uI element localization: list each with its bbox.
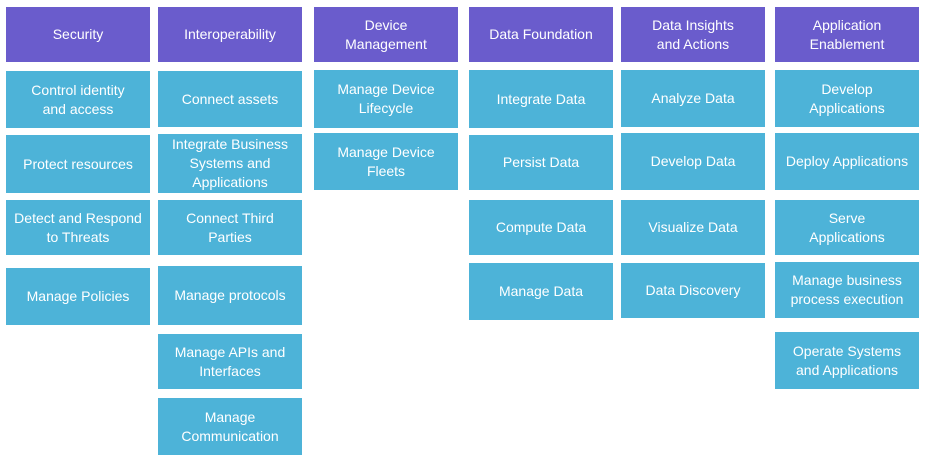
cell-operate-systems-and-applications: Operate Systems and Applications [775, 332, 919, 389]
cell-data-discovery: Data Discovery [621, 263, 765, 318]
cell-manage-protocols: Manage protocols [158, 266, 302, 325]
column-header-data-insights-and-actions: Data Insights and Actions [621, 7, 765, 62]
cell-integrate-business-systems-and-applications: Integrate Business Systems and Applicati… [158, 134, 302, 193]
cell-develop-data: Develop Data [621, 133, 765, 190]
column-header-application-enablement: Application Enablement [775, 7, 919, 62]
cell-protect-resources: Protect resources [6, 135, 150, 193]
column-header-security: Security [6, 7, 150, 62]
cell-manage-device-fleets: Manage Device Fleets [314, 133, 458, 190]
cell-visualize-data: Visualize Data [621, 200, 765, 255]
cell-serve-applications: Serve Applications [775, 200, 919, 255]
column-header-interoperability: Interoperability [158, 7, 302, 62]
cell-analyze-data: Analyze Data [621, 70, 765, 127]
cell-connect-assets: Connect assets [158, 71, 302, 127]
cell-manage-data: Manage Data [469, 263, 613, 320]
column-data-foundation: Data Foundation Integrate Data Persist D… [469, 0, 613, 467]
column-interoperability: Interoperability Connect assets Integrat… [158, 0, 302, 467]
column-application-enablement: Application Enablement Develop Applicati… [775, 0, 919, 467]
cell-manage-policies: Manage Policies [6, 268, 150, 325]
cell-connect-third-parties: Connect Third Parties [158, 200, 302, 255]
cell-manage-device-lifecycle: Manage Device Lifecycle [314, 70, 458, 128]
cell-integrate-data: Integrate Data [469, 70, 613, 128]
column-device-management: Device Management Manage Device Lifecycl… [314, 0, 458, 467]
cell-control-identity-and-access: Control identity and access [6, 71, 150, 128]
cell-deploy-applications: Deploy Applications [775, 133, 919, 190]
cell-detect-and-respond-to-threats: Detect and Respond to Threats [6, 200, 150, 255]
column-header-device-management: Device Management [314, 7, 458, 62]
cell-persist-data: Persist Data [469, 135, 613, 190]
column-header-data-foundation: Data Foundation [469, 7, 613, 62]
column-security: Security Control identity and access Pro… [6, 0, 150, 467]
column-data-insights-and-actions: Data Insights and Actions Analyze Data D… [621, 0, 765, 467]
cell-develop-applications: Develop Applications [775, 70, 919, 127]
cell-manage-communication: Manage Communication [158, 398, 302, 455]
cell-manage-apis-and-interfaces: Manage APIs and Interfaces [158, 334, 302, 389]
cell-manage-business-process-execution: Manage business process execution [775, 262, 919, 318]
cell-compute-data: Compute Data [469, 200, 613, 255]
